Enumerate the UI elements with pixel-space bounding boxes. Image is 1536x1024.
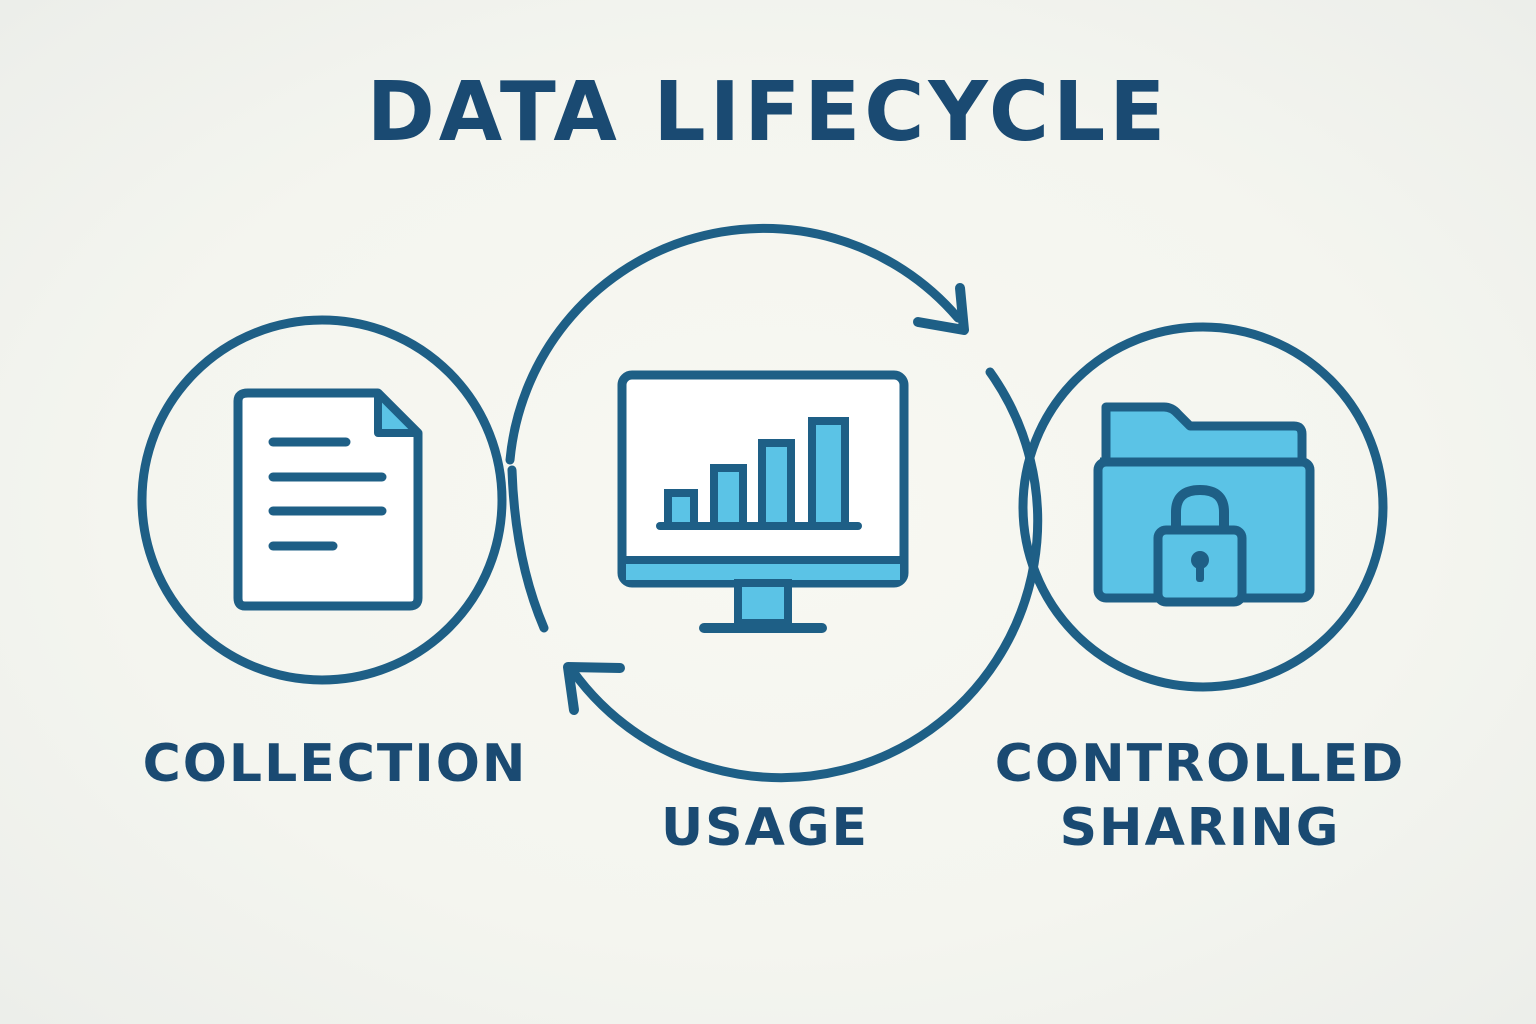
arrow-head-left (563, 662, 625, 715)
cycle-arrow-left (507, 465, 549, 633)
arrow-head-right (913, 283, 969, 335)
collection-label: COLLECTION (142, 734, 528, 794)
stage-label-collection: COLLECTION (110, 732, 560, 796)
usage-label: USAGE (660, 798, 870, 858)
sharing-node (1018, 322, 1388, 692)
page-title: DATA LIFECYCLE (366, 65, 1170, 160)
collection-circle (137, 315, 507, 685)
monitor-bar-chart-icon (617, 370, 909, 633)
stage-label-usage: USAGE (540, 796, 990, 860)
usage-node (505, 223, 1043, 783)
cycle-arrow-bottom (567, 367, 1043, 783)
collection-node (137, 315, 507, 685)
bar-chart (656, 417, 862, 530)
sharing-label-line-1: CONTROLLED (994, 734, 1406, 794)
locked-folder-icon (1093, 402, 1315, 607)
stage-label-sharing: CONTROLLED SHARING (970, 732, 1430, 860)
sharing-circle (1018, 322, 1388, 692)
document-icon (233, 388, 423, 611)
cycle-arrow-top (505, 223, 963, 465)
sharing-label-line-2: SHARING (1059, 798, 1341, 858)
